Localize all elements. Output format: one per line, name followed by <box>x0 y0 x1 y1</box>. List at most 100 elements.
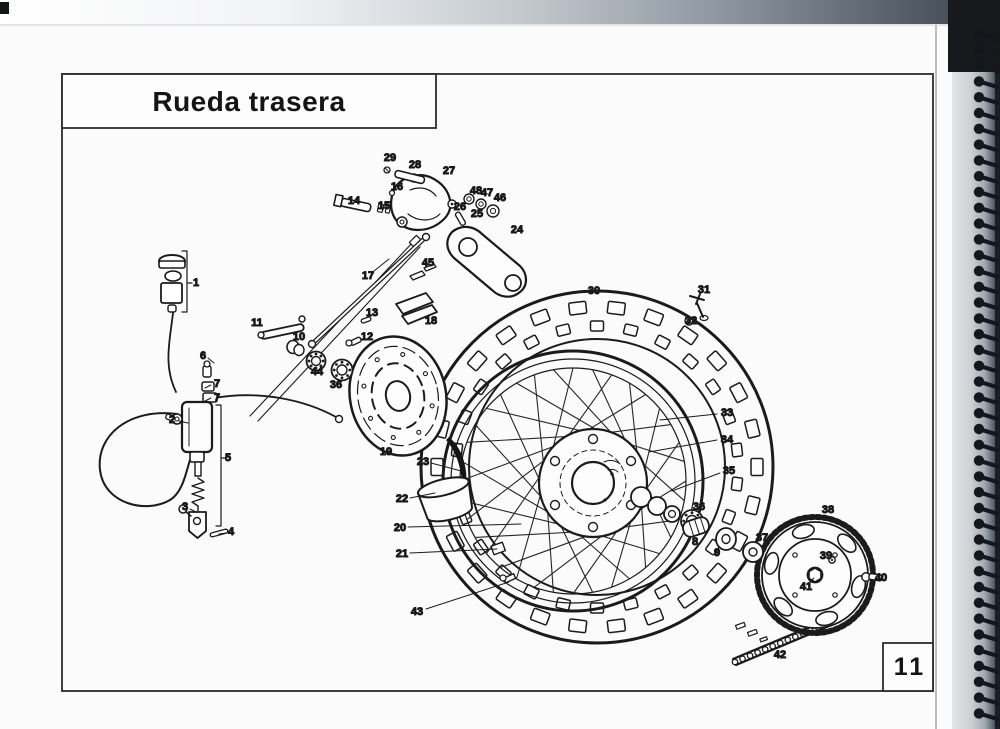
part-label-11-11: 11 <box>251 317 263 329</box>
brake-caliper-drawing <box>333 166 500 232</box>
leader-line-7 <box>204 397 212 402</box>
leader-line-20 <box>407 523 522 528</box>
washer-9-drawing <box>715 527 737 551</box>
tire-knob <box>706 562 728 584</box>
tire-knob <box>654 584 671 600</box>
part-label-20-20: 20 <box>394 522 406 534</box>
binding-loop <box>973 629 985 640</box>
leader-line-7 <box>204 384 212 389</box>
title-box <box>61 73 437 129</box>
tire-valve-drawing <box>684 293 709 326</box>
chain-roller <box>784 636 792 644</box>
part-label-29-29: 29 <box>384 152 396 164</box>
binding-right-edge <box>995 0 1000 729</box>
binding-loop <box>973 566 985 577</box>
part-label-33-33: 33 <box>721 407 733 419</box>
disc-hole <box>367 415 374 421</box>
disc-hole <box>429 403 435 409</box>
binding-loop <box>973 613 985 624</box>
binding-loop <box>973 123 985 134</box>
pin-28-drawing <box>394 169 426 185</box>
binding-loop <box>973 344 985 356</box>
part-label-34-34: 34 <box>721 434 734 446</box>
disc-hole <box>390 434 396 441</box>
disc-hole <box>416 429 422 435</box>
screw-29-drawing <box>383 166 391 174</box>
reservoir-hose-drawing <box>167 312 177 393</box>
tire-knob <box>721 508 737 526</box>
caliper-bracket-drawing <box>446 225 528 298</box>
leader-line-3 <box>189 508 197 513</box>
binding-loop <box>973 581 985 593</box>
page-number: 11 <box>894 653 926 681</box>
part-label-3-2: 3 <box>182 501 188 513</box>
bearing-ball <box>307 359 311 363</box>
bracket-line-0 <box>181 250 193 313</box>
binding-loop <box>973 155 985 166</box>
binding-loop <box>973 92 985 103</box>
part-label-6-5: 6 <box>200 350 206 362</box>
tire-knob <box>744 418 761 439</box>
seals-46-47-48-drawing <box>463 193 500 218</box>
rim-band-wedge-drawing <box>446 437 467 519</box>
binding-loop <box>973 234 985 245</box>
tire-knob <box>466 562 488 584</box>
binding-loop <box>973 313 985 324</box>
top-band-edge <box>0 24 952 26</box>
tire-knob <box>466 350 488 372</box>
tire-knob <box>654 334 671 350</box>
binding-loop <box>973 297 985 308</box>
part-label-16-16: 16 <box>391 181 403 193</box>
binding-loop <box>973 471 985 482</box>
binding-loop <box>973 597 985 608</box>
part-label-40-41: 40 <box>875 572 887 584</box>
binding-loop <box>973 60 985 71</box>
spring-drawing <box>191 477 205 507</box>
part-label-10-10: 10 <box>293 331 305 343</box>
bearing-ball <box>348 368 352 372</box>
bracket-line-1 <box>215 404 227 527</box>
pin-4-drawing <box>209 528 229 538</box>
leader-line-17 <box>373 258 390 272</box>
pin-25-drawing <box>454 211 467 227</box>
hose-loop-drawing <box>98 412 191 508</box>
binding-loop <box>973 28 985 40</box>
rod-11-drawing <box>257 315 306 340</box>
part-label-8-8: 8 <box>692 536 698 548</box>
chain-roller <box>791 633 799 641</box>
scan-top-shadow <box>0 0 1000 25</box>
binding-loop <box>973 439 985 450</box>
part-label-47-48: 47 <box>481 187 493 199</box>
bearing-ball <box>314 352 318 356</box>
bearing-ball <box>321 359 325 363</box>
page-border <box>61 73 934 692</box>
part-label-43-44: 43 <box>411 606 423 618</box>
leader-lines <box>178 250 815 610</box>
tire-knob <box>706 350 728 372</box>
binding-loop <box>973 550 985 561</box>
hose-to-wheel-drawing <box>213 394 337 418</box>
part-label-7-6: 7 <box>214 378 220 390</box>
spacer-cylinder-drawing <box>417 476 473 523</box>
bearing-ball <box>332 368 336 372</box>
tire-knob <box>567 618 588 634</box>
wheel-spindle-parts-drawing <box>257 315 372 382</box>
binding-loop <box>973 265 985 277</box>
binding-loop <box>973 392 985 403</box>
brake-pads-drawing <box>395 292 438 325</box>
bearing-44-drawing <box>305 350 327 372</box>
tire-knob <box>589 320 605 332</box>
binding-loop <box>973 250 985 261</box>
pad-clips-drawing <box>409 263 437 281</box>
sprocket-cutout <box>836 533 857 554</box>
part-label-12-12: 12 <box>361 331 373 343</box>
bearing-ball <box>314 366 318 370</box>
part-label-7-7: 7 <box>214 392 220 404</box>
bearing-ball <box>690 511 694 515</box>
part-label-19-19: 19 <box>380 446 392 458</box>
bearing-ball <box>340 376 344 380</box>
binding-loop <box>973 376 985 387</box>
disc-hole <box>374 357 380 363</box>
part-label-5-4: 5 <box>225 452 231 464</box>
